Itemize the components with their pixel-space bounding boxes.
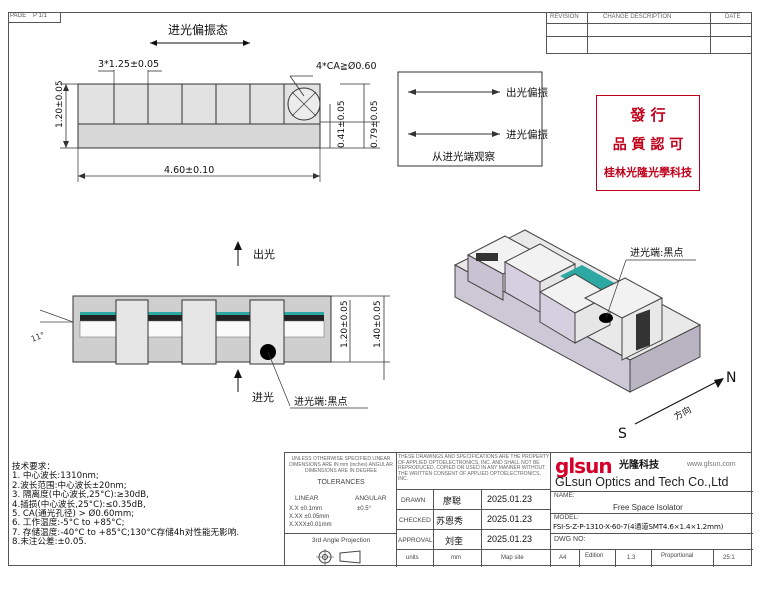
drawn-label: DRAWN	[401, 497, 426, 504]
projection-label: 3rd Angle Projection	[311, 537, 371, 544]
unless-note: UNLESS OTHERWISE SPECIFIED LINEAR DIMENS…	[289, 456, 393, 474]
angular-heading: ANGULAR	[355, 495, 387, 502]
out-label: 出光	[253, 247, 275, 261]
tolerance-2: X.XX ±0.05mm	[289, 514, 330, 520]
projection-symbol-icon	[316, 549, 361, 565]
company-name: GLsun Optics and Tech Co.,Ltd	[555, 475, 729, 489]
page-label: PAGE P 1/1	[8, 12, 61, 23]
dim-h2: 1.40±0.05	[373, 300, 383, 348]
title-block: UNLESS OTHERWISE SPECIFIED LINEAR DIMENS…	[284, 452, 753, 567]
angle-mark: 11°	[30, 330, 46, 343]
direction-label: 方向	[672, 404, 694, 423]
dim-h1: 1.20±0.05	[340, 300, 350, 348]
iso-in-end-label: 进光端:黑点	[630, 246, 683, 259]
dim-pitch: 3*1.25±0.05	[98, 59, 159, 70]
requirement-item: 8.未注公差:±0.05.	[12, 537, 87, 548]
stamp-line-3: 桂林光隆光學科技	[604, 166, 692, 179]
requirement-item: 4.插损(中心波长,25°C):≤0.35dB,	[12, 499, 146, 510]
name-value: Free Space Isolator	[613, 503, 683, 512]
drawn-date: 2025.01.23	[487, 494, 533, 504]
logo-cn: 光隆科技	[619, 460, 660, 471]
stamp-line-2: 品 質 認 可	[612, 137, 684, 153]
units-value: mm	[451, 555, 461, 561]
tolerance-1: X.X ±0.1mm	[289, 506, 322, 512]
name-label: NAME:	[554, 492, 575, 499]
date-header: DATE	[725, 14, 741, 20]
dim-base: 0.41±0.05	[337, 100, 347, 148]
map-site-label: Map site	[501, 555, 524, 561]
logo-text: glsun	[555, 454, 613, 478]
tolerances-heading: TOLERANCES	[317, 479, 365, 486]
dwg-label: DWG NO:	[554, 536, 586, 543]
south-label: S	[618, 426, 627, 442]
requirement-item: 6. 工作温度:-5°C to +85°C;	[12, 518, 125, 529]
approval-name: 刘奎	[445, 537, 464, 547]
requirements-title: 技术要求：	[12, 462, 55, 472]
page-number: P 1/1	[33, 13, 47, 19]
requirement-item: 3. 隔离度(中心波长,25°C):≥30dB,	[12, 490, 149, 501]
approval-label: APPROVAL	[398, 537, 433, 544]
dim-length: 4.60±0.10	[164, 165, 214, 176]
proportional-label: Proportional	[661, 553, 694, 559]
north-label: N	[726, 370, 736, 386]
checked-date: 2025.01.23	[487, 514, 533, 524]
revision-table: REVISION CHANGE DESCRIPTION DATE	[546, 12, 752, 54]
dim-ca: 4*CA≧Ø0.60	[316, 61, 377, 72]
dim-height-left: 1.20±0.05	[55, 80, 65, 128]
units-label: units	[406, 555, 419, 561]
edition-value: 1.3	[627, 555, 636, 561]
drawn-name: 廖聪	[443, 497, 462, 507]
requirement-item: 5. CA(通光孔径) > Ø0.60mm;	[12, 509, 135, 520]
scale-value: 25:1	[723, 555, 735, 561]
in-label: 进光	[252, 390, 274, 404]
tolerance-angular: ±0.5°	[357, 506, 372, 512]
technical-requirements: 技术要求： 1. 中心波长:1310nm; 2.波长范围:中心波长±20nm; …	[12, 462, 312, 548]
iso-assembly	[453, 229, 702, 393]
model-value: FSI-S-Z-P-1310-X-60-7(4通道SMT4.6×1.4×1.2m…	[553, 522, 724, 531]
pol-in-label: 进光偏振	[506, 128, 548, 141]
pol-out-label: 出光偏振	[506, 86, 548, 99]
approval-date: 2025.01.23	[487, 534, 533, 544]
edition-label: Edition	[585, 553, 604, 559]
requirement-item: 2.波长范围:中心波长±20nm;	[12, 480, 127, 491]
property-note: THESE DRAWINGS AND SPECIFICATIONS ARE TH…	[398, 454, 550, 483]
revision-header: REVISION	[550, 14, 579, 20]
dim-total: 0.79±0.05	[370, 100, 380, 148]
change-description-header: CHANGE DESCRIPTION	[603, 14, 672, 20]
pol-caption: 从进光端观察	[432, 150, 495, 163]
top-view-title: 进光偏振态	[168, 22, 228, 37]
website: www.glsun.com	[687, 461, 736, 468]
checked-label: CHECKED	[399, 517, 431, 524]
approval-stamp: 發 行 品 質 認 可 桂林光隆光學科技	[596, 95, 700, 191]
stamp-line-1: 發 行	[630, 106, 666, 124]
in-end-label: 进光端:黑点	[294, 395, 347, 408]
requirement-item: 1. 中心波长:1310nm;	[12, 471, 99, 482]
tolerance-3: X.XXX±0.01mm	[289, 522, 332, 528]
page-label-text: PAGE	[10, 13, 27, 19]
checked-name: 苏恩秀	[436, 517, 464, 527]
requirement-item: 7. 存储温度:-40°C to +85°C;130°C存储4h对性能无影响.	[12, 527, 240, 538]
linear-heading: LINEAR	[295, 495, 319, 502]
glsun-logo: glsun 光隆科技	[555, 454, 660, 478]
model-label: MODEL:	[554, 514, 579, 521]
size-value: A4	[559, 555, 567, 561]
